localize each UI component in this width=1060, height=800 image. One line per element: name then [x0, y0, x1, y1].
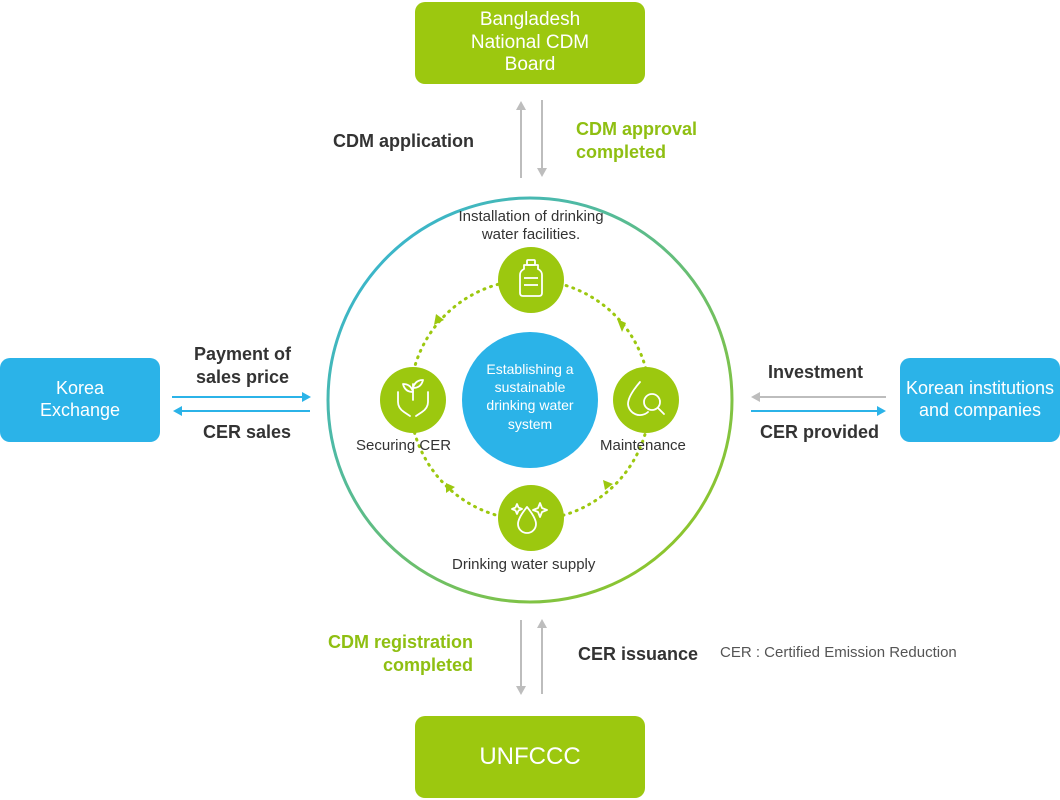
arrow-cer-issuance [537, 619, 547, 694]
cdm-application-label: CDM application [333, 131, 475, 151]
center-label: Establishing a sustainable drinking wate… [486, 361, 574, 432]
maintenance-node [613, 367, 679, 433]
cycle-arrowhead [603, 480, 613, 490]
cdm-approval-label: CDM approval completed [576, 119, 698, 162]
korea-exchange-label: Korea Exchange [39, 378, 121, 420]
korean-institutions-label: Korean institutions and companies [905, 378, 1055, 420]
maintenance-label: Maintenance [600, 437, 686, 454]
water-drop-magnifier-icon [627, 381, 665, 416]
cycle-arrowhead [617, 319, 626, 332]
bangladesh-board-label: Bangladesh National CDM Board [470, 8, 590, 76]
arrow-cdm-approval [537, 100, 547, 177]
supply-node [498, 485, 564, 551]
outer-ring [326, 196, 734, 604]
cycle-arrowhead [446, 483, 455, 493]
arrow-cdm-application [516, 101, 526, 178]
investment-label: Investment [768, 362, 864, 382]
sparkling-drops-icon [511, 502, 548, 534]
cer-issuance-label: CER issuance [578, 644, 699, 664]
payment-label: Payment of sales price [193, 344, 292, 387]
supply-label: Drinking water supply [452, 556, 596, 573]
cer-sales-label: CER sales [203, 422, 292, 442]
arrow-investment [751, 392, 886, 402]
cycle-arrowhead [434, 314, 444, 325]
arrow-payment [172, 392, 311, 402]
installation-node [498, 247, 564, 313]
arrow-cer-sales [173, 406, 310, 416]
securing-label: Securing CER [356, 437, 452, 454]
unfccc-box: UNFCCC [415, 716, 645, 798]
installation-label: Installation of drinking water facilitie… [458, 208, 604, 243]
arrow-cer-provided [751, 406, 886, 416]
hands-plant-icon [397, 379, 429, 417]
cer-definition-note: CER : Certified Emission Reduction [720, 644, 957, 661]
korea-exchange-box: Korea Exchange [0, 358, 160, 442]
unfccc-label: UNFCCC [479, 742, 581, 770]
korean-institutions-box: Korean institutions and companies [900, 358, 1060, 442]
cdm-registration-label: CDM registration completed [327, 632, 473, 675]
cer-provided-label: CER provided [760, 422, 880, 442]
center-circle [462, 332, 598, 468]
water-bottle-icon [519, 259, 543, 297]
arrow-cdm-registration [516, 620, 526, 695]
bangladesh-board-box: Bangladesh National CDM Board [415, 2, 645, 84]
